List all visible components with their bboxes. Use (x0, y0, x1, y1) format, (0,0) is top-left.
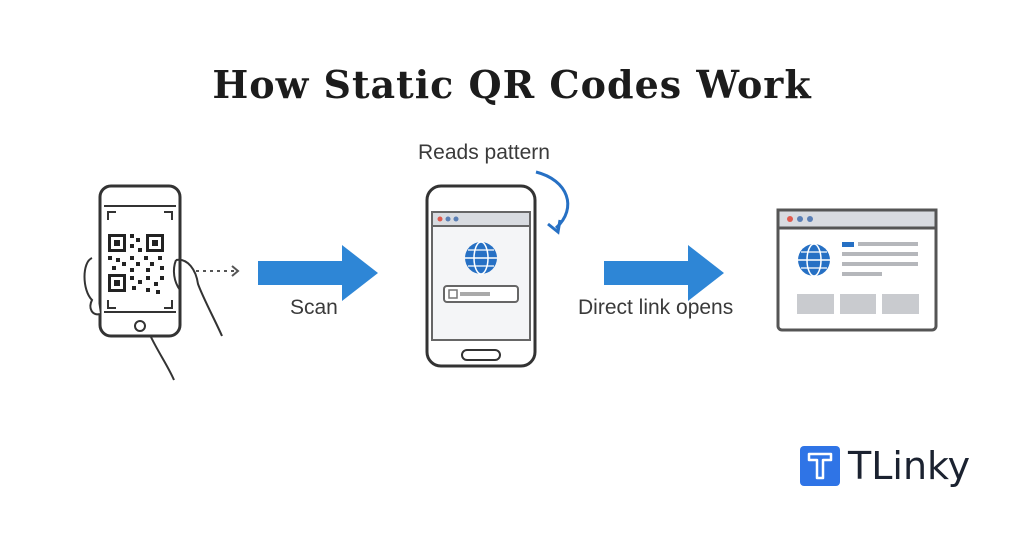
brand-logo: TLinky (800, 444, 970, 488)
phone-qr-scan-icon (83, 184, 240, 381)
globe-icon (798, 243, 830, 277)
brand-name: TLinky (848, 444, 971, 488)
direct-link-label: Direct link opens (578, 296, 734, 319)
tlinky-logo-icon (800, 446, 840, 486)
page-title: How Static QR Codes Work (212, 62, 812, 107)
globe-icon (465, 241, 497, 275)
browser-window-icon (776, 208, 938, 332)
right-arrow-icon (604, 245, 724, 301)
reads-pattern-label: Reads pattern (418, 141, 550, 164)
curved-arrow-icon (535, 170, 570, 235)
phone-browser-icon (425, 184, 537, 368)
scan-label: Scan (290, 296, 338, 319)
right-arrow-icon (258, 245, 378, 301)
